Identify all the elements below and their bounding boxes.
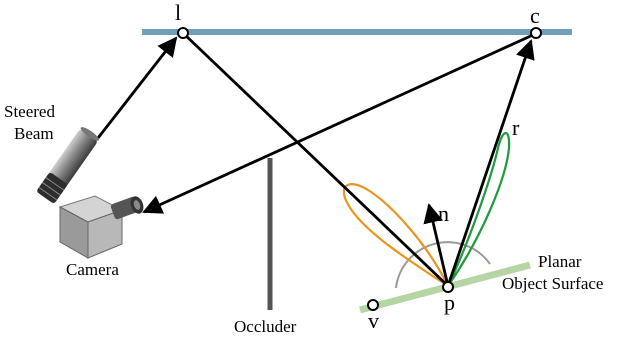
label-v: v <box>368 308 379 333</box>
ray-c-to-camera <box>142 32 536 214</box>
steered-beam-icon <box>37 127 99 203</box>
point-l <box>177 27 189 39</box>
label-planar: Planar <box>538 252 582 271</box>
ray-beam-to-l <box>96 36 178 139</box>
orange-lobe <box>342 183 451 290</box>
label-occluder: Occluder <box>234 317 297 336</box>
normal-arrow <box>423 203 450 287</box>
label-steered: Steered <box>4 102 55 121</box>
hemisphere-arc <box>395 241 491 289</box>
point-v <box>367 299 379 311</box>
label-p: p <box>444 290 455 315</box>
green-lobe <box>447 131 511 287</box>
label-camera: Camera <box>66 260 119 279</box>
point-p <box>442 281 454 293</box>
label-object-surface: Object Surface <box>502 274 603 293</box>
label-c: c <box>530 3 540 28</box>
camera-icon <box>58 195 144 259</box>
point-c <box>530 27 542 39</box>
label-r: r <box>512 115 520 140</box>
label-l: l <box>175 0 181 25</box>
label-n: n <box>438 201 449 226</box>
ray-l-to-p <box>182 31 449 288</box>
label-beam: Beam <box>14 124 54 143</box>
ray-p-to-c <box>446 39 535 287</box>
